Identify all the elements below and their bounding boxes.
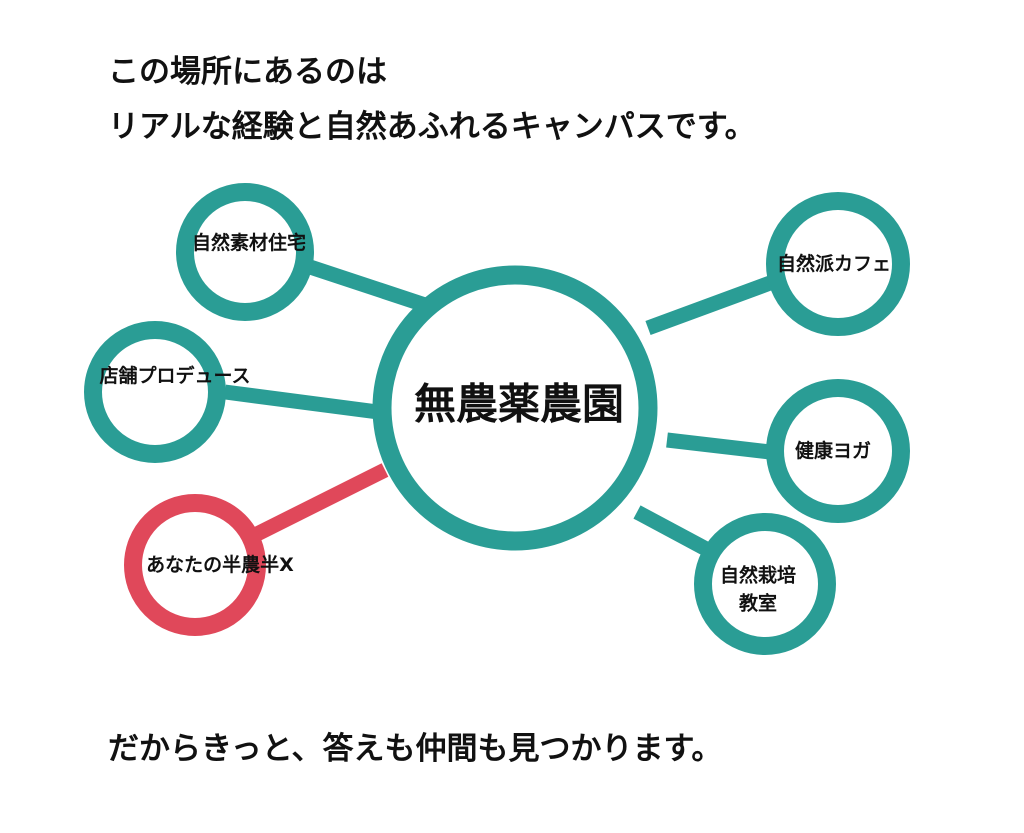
- node-class-label-line-2: 教室: [738, 592, 778, 614]
- connector-banno: [251, 463, 389, 542]
- node-housing-label: 自然素材住宅: [191, 232, 307, 255]
- node-yoga-ring: [766, 379, 910, 523]
- heading-line-1: この場所にあるのは: [108, 54, 387, 90]
- node-class-ring: [694, 513, 836, 655]
- connector-cafe: [645, 275, 773, 336]
- connector-yoga: [666, 432, 771, 460]
- node-yoga-label: 健康ヨガ: [794, 440, 872, 463]
- node-cafe-label: 自然派カフェ: [776, 253, 892, 276]
- node-class-label-line-1: 自然栽培: [719, 564, 797, 587]
- footer-message: だからきっと、答えも仲間も見つかります。: [108, 731, 723, 767]
- connector-housing: [292, 254, 428, 313]
- node-cafe-ring: [766, 192, 910, 336]
- connector-store: [224, 384, 379, 420]
- connector-class: [633, 505, 712, 557]
- center-node: [372, 265, 658, 551]
- node-banno-ring: [124, 494, 266, 636]
- node-class-label: 自然栽培 教室: [720, 562, 796, 617]
- node-banno-label: あなたの半農半X: [146, 554, 294, 577]
- heading-line-2: リアルな経験と自然あふれるキャンパスです。: [108, 109, 756, 145]
- node-housing-ring: [176, 183, 314, 321]
- center-node-label: 無農薬農園: [413, 379, 625, 429]
- node-store-ring: [84, 321, 226, 463]
- node-store-label: 店舗プロデュース: [99, 365, 251, 388]
